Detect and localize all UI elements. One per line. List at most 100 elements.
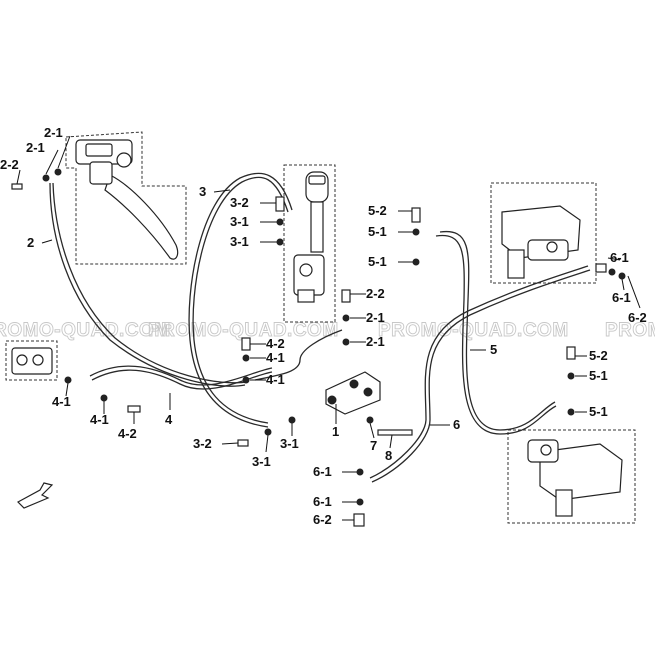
callout-4-1: 4-1 xyxy=(266,372,285,387)
washer xyxy=(242,354,250,362)
banjo-bolt xyxy=(353,513,365,527)
washer-7 xyxy=(366,416,374,424)
banjo-bolt xyxy=(11,183,23,190)
leader xyxy=(45,149,59,175)
arrow-icon xyxy=(17,482,54,509)
washer xyxy=(342,338,350,346)
hose-2-reservoir-line xyxy=(254,329,343,381)
washer xyxy=(276,238,284,246)
callout-6-1: 6-1 xyxy=(610,250,629,265)
washer xyxy=(100,394,108,402)
brake-fluid-reservoir xyxy=(293,171,329,303)
banjo-bolt xyxy=(595,263,607,273)
leader xyxy=(627,275,641,309)
callout-3-2: 3-2 xyxy=(230,195,249,210)
callout-5-1: 5-1 xyxy=(589,368,608,383)
washer xyxy=(54,168,62,176)
washer xyxy=(356,468,364,476)
leader xyxy=(57,135,71,169)
caliper-mount xyxy=(507,249,525,279)
reservoir-mount xyxy=(297,289,315,303)
hose-4 xyxy=(89,365,273,386)
reservoir-port xyxy=(299,263,313,277)
front-left-caliper-outline xyxy=(507,429,636,524)
callout-5-2: 5-2 xyxy=(368,203,387,218)
watermark-text: PROMO-QUAD.COM xyxy=(148,320,339,341)
leader xyxy=(16,169,21,185)
bolt-8 xyxy=(377,429,413,436)
front-right-caliper-outline xyxy=(490,182,597,284)
leader xyxy=(389,434,393,449)
callout-6-1: 6-1 xyxy=(313,464,332,479)
washer xyxy=(412,228,420,236)
hose-3 xyxy=(188,172,293,428)
washer xyxy=(64,376,72,384)
washer xyxy=(356,498,364,506)
callout-5-1: 5-1 xyxy=(368,254,387,269)
rear-caliper-piston xyxy=(16,354,28,366)
hose-6-outer xyxy=(369,265,589,479)
callout-3-1: 3-1 xyxy=(280,436,299,451)
banjo-bolt xyxy=(275,196,285,212)
callout-6-2: 6-2 xyxy=(628,310,647,325)
washer xyxy=(567,372,575,380)
washer xyxy=(567,408,575,416)
hose-3-outer xyxy=(192,176,289,424)
master-cylinder-banjo xyxy=(116,152,132,168)
washer xyxy=(608,268,616,276)
callout-4-2: 4-2 xyxy=(266,336,285,351)
leader xyxy=(607,257,621,261)
banjo-bolt xyxy=(411,207,421,223)
banjo-bolt xyxy=(241,337,251,351)
washer xyxy=(264,428,272,436)
rear-caliper-bolt xyxy=(32,354,44,366)
washer xyxy=(412,258,420,266)
leader xyxy=(621,278,625,291)
callout-6-2: 6-2 xyxy=(313,512,332,527)
leader xyxy=(369,422,375,439)
banjo-bolt xyxy=(566,346,576,360)
callout-8: 8 xyxy=(385,448,392,463)
fasteners xyxy=(11,168,626,527)
callout-5-1: 5-1 xyxy=(368,224,387,239)
caliper-piston xyxy=(540,444,552,456)
front-direction-arrow xyxy=(17,482,54,509)
callout-2-1: 2-1 xyxy=(366,334,385,349)
hose-5 xyxy=(439,230,556,431)
washer xyxy=(276,218,284,226)
callout-4-1: 4-1 xyxy=(266,350,285,365)
washer xyxy=(618,272,626,280)
callout-3-1: 3-1 xyxy=(230,234,249,249)
callout-6-1: 6-1 xyxy=(612,290,631,305)
banjo-bolt xyxy=(237,439,249,447)
front-right-brake-caliper xyxy=(501,205,581,279)
callout-4-1: 4-1 xyxy=(90,412,109,427)
callout-3: 3 xyxy=(199,184,206,199)
joint-body xyxy=(325,371,381,415)
callout-2-2: 2-2 xyxy=(366,286,385,301)
watermark-text: PROMO-QUAD.COM xyxy=(605,320,655,341)
callout-2-1: 2-1 xyxy=(26,140,45,155)
rear-brake-caliper xyxy=(11,347,53,375)
washer xyxy=(288,416,296,424)
washer xyxy=(42,174,50,182)
caliper-mount xyxy=(555,489,573,517)
watermark: PROMO-QUAD.COM PROMO-QUAD.COM PROMO-QUAD… xyxy=(0,320,655,342)
three-way-joint xyxy=(325,371,381,415)
reservoir-outline xyxy=(283,164,336,323)
master-cylinder-outline xyxy=(65,131,187,265)
callout-3-1: 3-1 xyxy=(230,214,249,229)
callout-2-1: 2-1 xyxy=(366,310,385,325)
rear-caliper-outline xyxy=(5,340,58,381)
callout-6-1: 6-1 xyxy=(313,494,332,509)
leader xyxy=(213,189,231,193)
banjo-bolt xyxy=(127,405,141,413)
callout-3-1: 3-1 xyxy=(252,454,271,469)
assembly-outlines xyxy=(5,131,636,524)
reservoir-hose-neck xyxy=(310,201,324,253)
caliper-body xyxy=(539,443,623,501)
brake-master-cylinder xyxy=(75,139,179,260)
joint-port xyxy=(327,395,337,405)
banjo-bolt xyxy=(341,289,351,303)
